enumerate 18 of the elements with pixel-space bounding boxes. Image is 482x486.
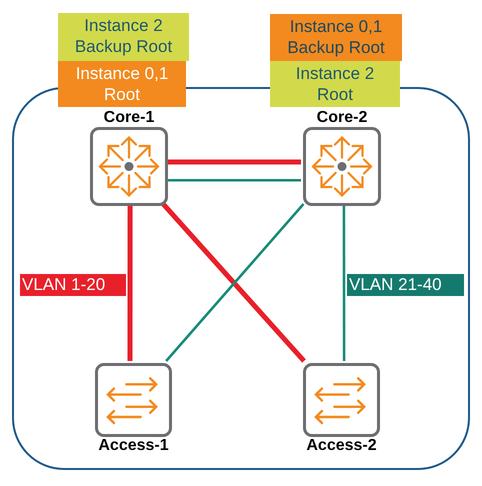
root-role-box — [58, 13, 189, 61]
vlan-tag: VLAN 21-40 — [347, 274, 464, 296]
link-line — [127, 204, 133, 361]
root-role-box — [270, 61, 400, 107]
device-name: Access-1 — [97, 437, 170, 455]
link-line — [342, 204, 346, 361]
vlan-tag: VLAN 1-20 — [20, 274, 126, 296]
device-name: Core-1 — [102, 109, 156, 127]
link-line — [166, 179, 301, 182]
role-text: Instance 2 Root — [294, 63, 376, 105]
device-name: Access-2 — [305, 437, 378, 455]
root-role-box — [58, 61, 186, 107]
root-role-box — [270, 14, 402, 61]
role-text: Instance 2 Backup Root — [74, 15, 174, 57]
role-text: Instance 0,1 Backup Root — [286, 16, 386, 58]
role-text: Instance 0,1 Root — [74, 63, 170, 105]
device-name: Core-2 — [316, 109, 368, 127]
link-line — [166, 159, 301, 164]
